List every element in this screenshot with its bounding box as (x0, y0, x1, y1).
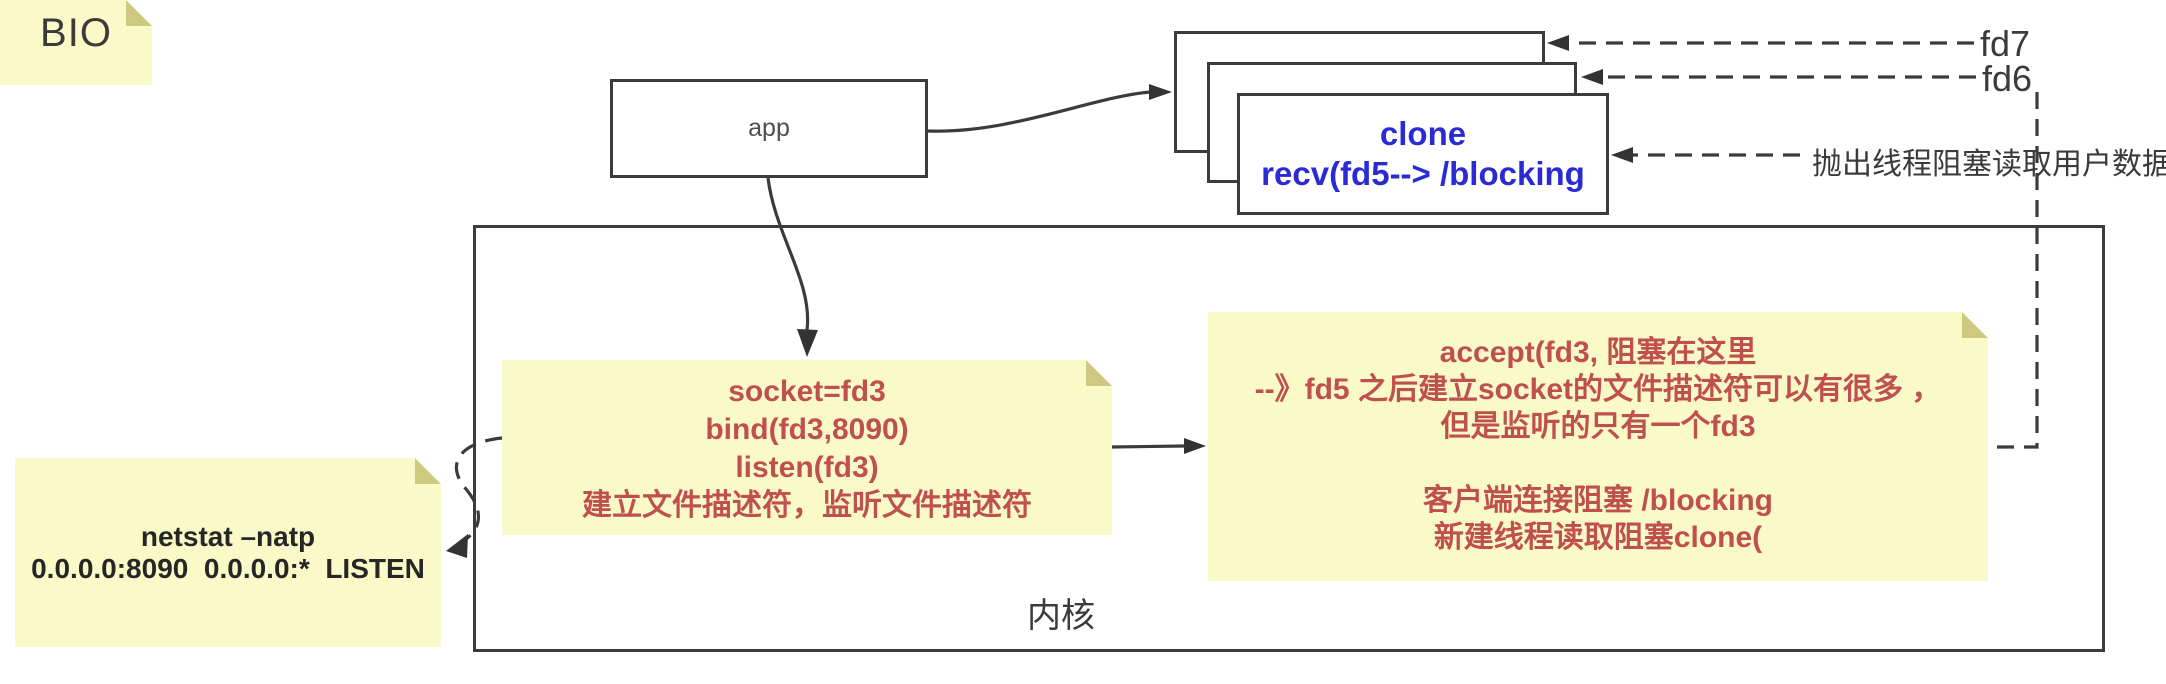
socket-note-line: bind(fd3,8090) (705, 413, 909, 446)
arrow-app-to-threads (927, 84, 1172, 133)
note-fold-corner (126, 0, 152, 26)
socket-note-line: 建立文件描述符，监听文件描述符 (582, 489, 1032, 522)
accept-note-line: 客户端连接阻塞 /blocking (1422, 484, 1773, 517)
accept-note[interactable]: accept(fd3, 阻塞在这里 --》fd5 之后建立socket的文件描述… (1208, 312, 1988, 581)
accept-note-line: 新建线程读取阻塞clone( (1433, 521, 1763, 554)
dashed-arrow-fd7-to-thread (1547, 35, 1974, 51)
kernel-label: 内核 (1027, 597, 1095, 635)
socket-note[interactable]: socket=fd3 bind(fd3,8090) listen(fd3) 建立… (502, 360, 1112, 535)
accept-note-line: accept(fd3, 阻塞在这里 (1439, 336, 1757, 369)
netstat-note[interactable]: netstat –natp 0.0.0.0:8090 0.0.0.0:* LIS… (15, 458, 441, 647)
note-fold-corner (415, 458, 441, 484)
thread-label-recv: recv(fd5--> /blocking (1261, 155, 1585, 192)
dashed-arrow-fd6-to-thread (1581, 69, 1976, 85)
netstat-note-line: netstat –natp (140, 520, 316, 552)
bio-title-label: BIO (40, 11, 112, 55)
app-box-label: app (748, 114, 790, 142)
accept-note-line: 但是监听的只有一个fd3 (1440, 410, 1756, 443)
fd7-label: fd7 (1980, 23, 2031, 64)
netstat-note-line: 0.0.0.0:8090 0.0.0.0:* LISTEN (31, 552, 425, 584)
fd6-label: fd6 (1982, 58, 2033, 99)
thread-rect-front[interactable]: clone recv(fd5--> /blocking (1237, 93, 1609, 215)
accept-note-line (1208, 445, 1988, 482)
socket-note-line: listen(fd3) (735, 451, 879, 484)
app-box[interactable]: app (610, 79, 928, 178)
accept-note-line: --》fd5 之后建立socket的文件描述符可以有很多 ， (1254, 373, 1942, 406)
socket-note-line: socket=fd3 (728, 375, 886, 408)
throw-thread-annotation: 抛出线程阻塞读取用户数据 (1812, 148, 2166, 181)
bio-title-note[interactable]: BIO (0, 0, 152, 85)
thread-label-clone: clone (1379, 115, 1467, 152)
dashed-arrow-annotation-to-thread (1611, 147, 1800, 163)
